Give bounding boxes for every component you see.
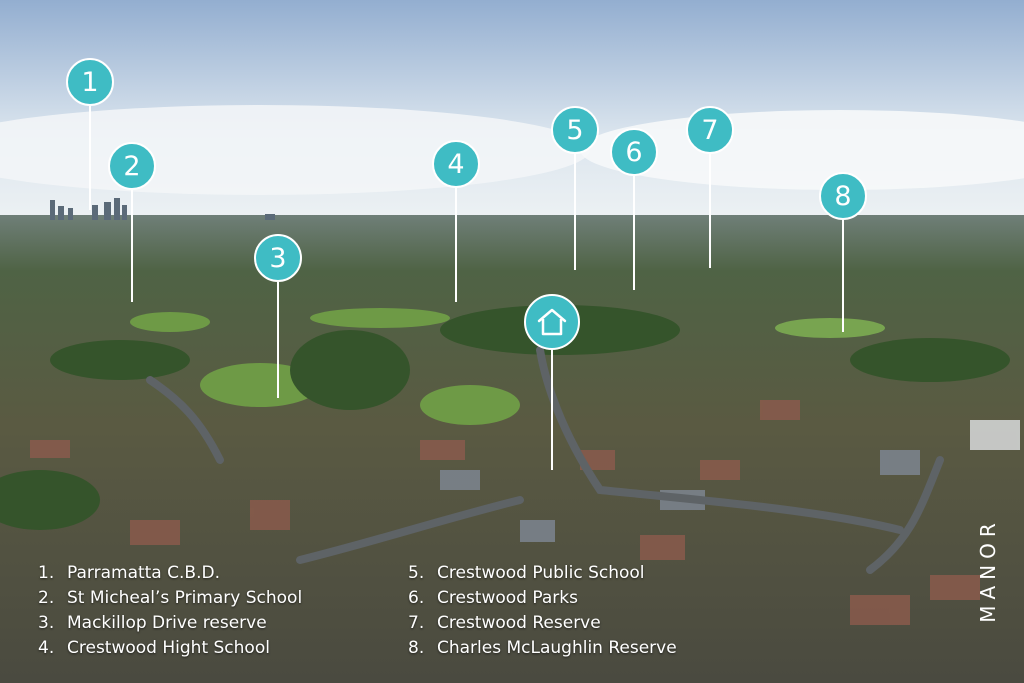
legend-label: Crestwood Public School [437, 563, 645, 583]
legend-label: Mackillop Drive reserve [67, 613, 267, 633]
legend-right: 5.Crestwood Public School 6.Crestwood Pa… [408, 561, 677, 661]
marker-7: 7 [686, 106, 734, 154]
brand-logo: MANOR [976, 517, 1000, 623]
marker-7-stem [709, 154, 711, 268]
legend-label: Parramatta C.B.D. [67, 563, 220, 583]
legend-item: 2.St Micheal’s Primary School [38, 586, 302, 611]
legend-item: 5.Crestwood Public School [408, 561, 677, 586]
legend-label: St Micheal’s Primary School [67, 588, 303, 608]
marker-8-stem [842, 220, 844, 332]
marker-8: 8 [819, 172, 867, 220]
legend-item: 3.Mackillop Drive reserve [38, 611, 302, 636]
legend-label: Charles McLaughlin Reserve [437, 638, 677, 658]
marker-3: 3 [254, 234, 302, 282]
marker-5-stem [574, 154, 576, 270]
marker-2-stem [131, 190, 133, 302]
marker-6-stem [633, 176, 635, 290]
legend-left: 1.Parramatta C.B.D. 2.St Micheal’s Prima… [38, 561, 302, 661]
roads [146, 346, 944, 574]
parks [130, 308, 885, 425]
legend-label: Crestwood Hight School [67, 638, 270, 658]
marker-6: 6 [610, 128, 658, 176]
marker-2: 2 [108, 142, 156, 190]
marker-1: 1 [66, 58, 114, 106]
legend-item: 4.Crestwood Hight School [38, 636, 302, 661]
legend-item: 6.Crestwood Parks [408, 586, 677, 611]
marker-4-stem [455, 188, 457, 302]
marker-1-stem [89, 106, 91, 210]
rooftops [30, 400, 980, 625]
home-marker [524, 294, 580, 350]
city-skyline [50, 198, 275, 220]
legend-item: 7.Crestwood Reserve [408, 611, 677, 636]
house-icon [537, 308, 567, 336]
marker-5: 5 [551, 106, 599, 154]
legend-label: Crestwood Reserve [437, 613, 601, 633]
tree-cover [0, 305, 1010, 530]
legend-item: 8.Charles McLaughlin Reserve [408, 636, 677, 661]
marker-4: 4 [432, 140, 480, 188]
legend-item: 1.Parramatta C.B.D. [38, 561, 302, 586]
home-marker-stem [551, 350, 553, 470]
legend-label: Crestwood Parks [437, 588, 578, 608]
marker-3-stem [277, 282, 279, 398]
